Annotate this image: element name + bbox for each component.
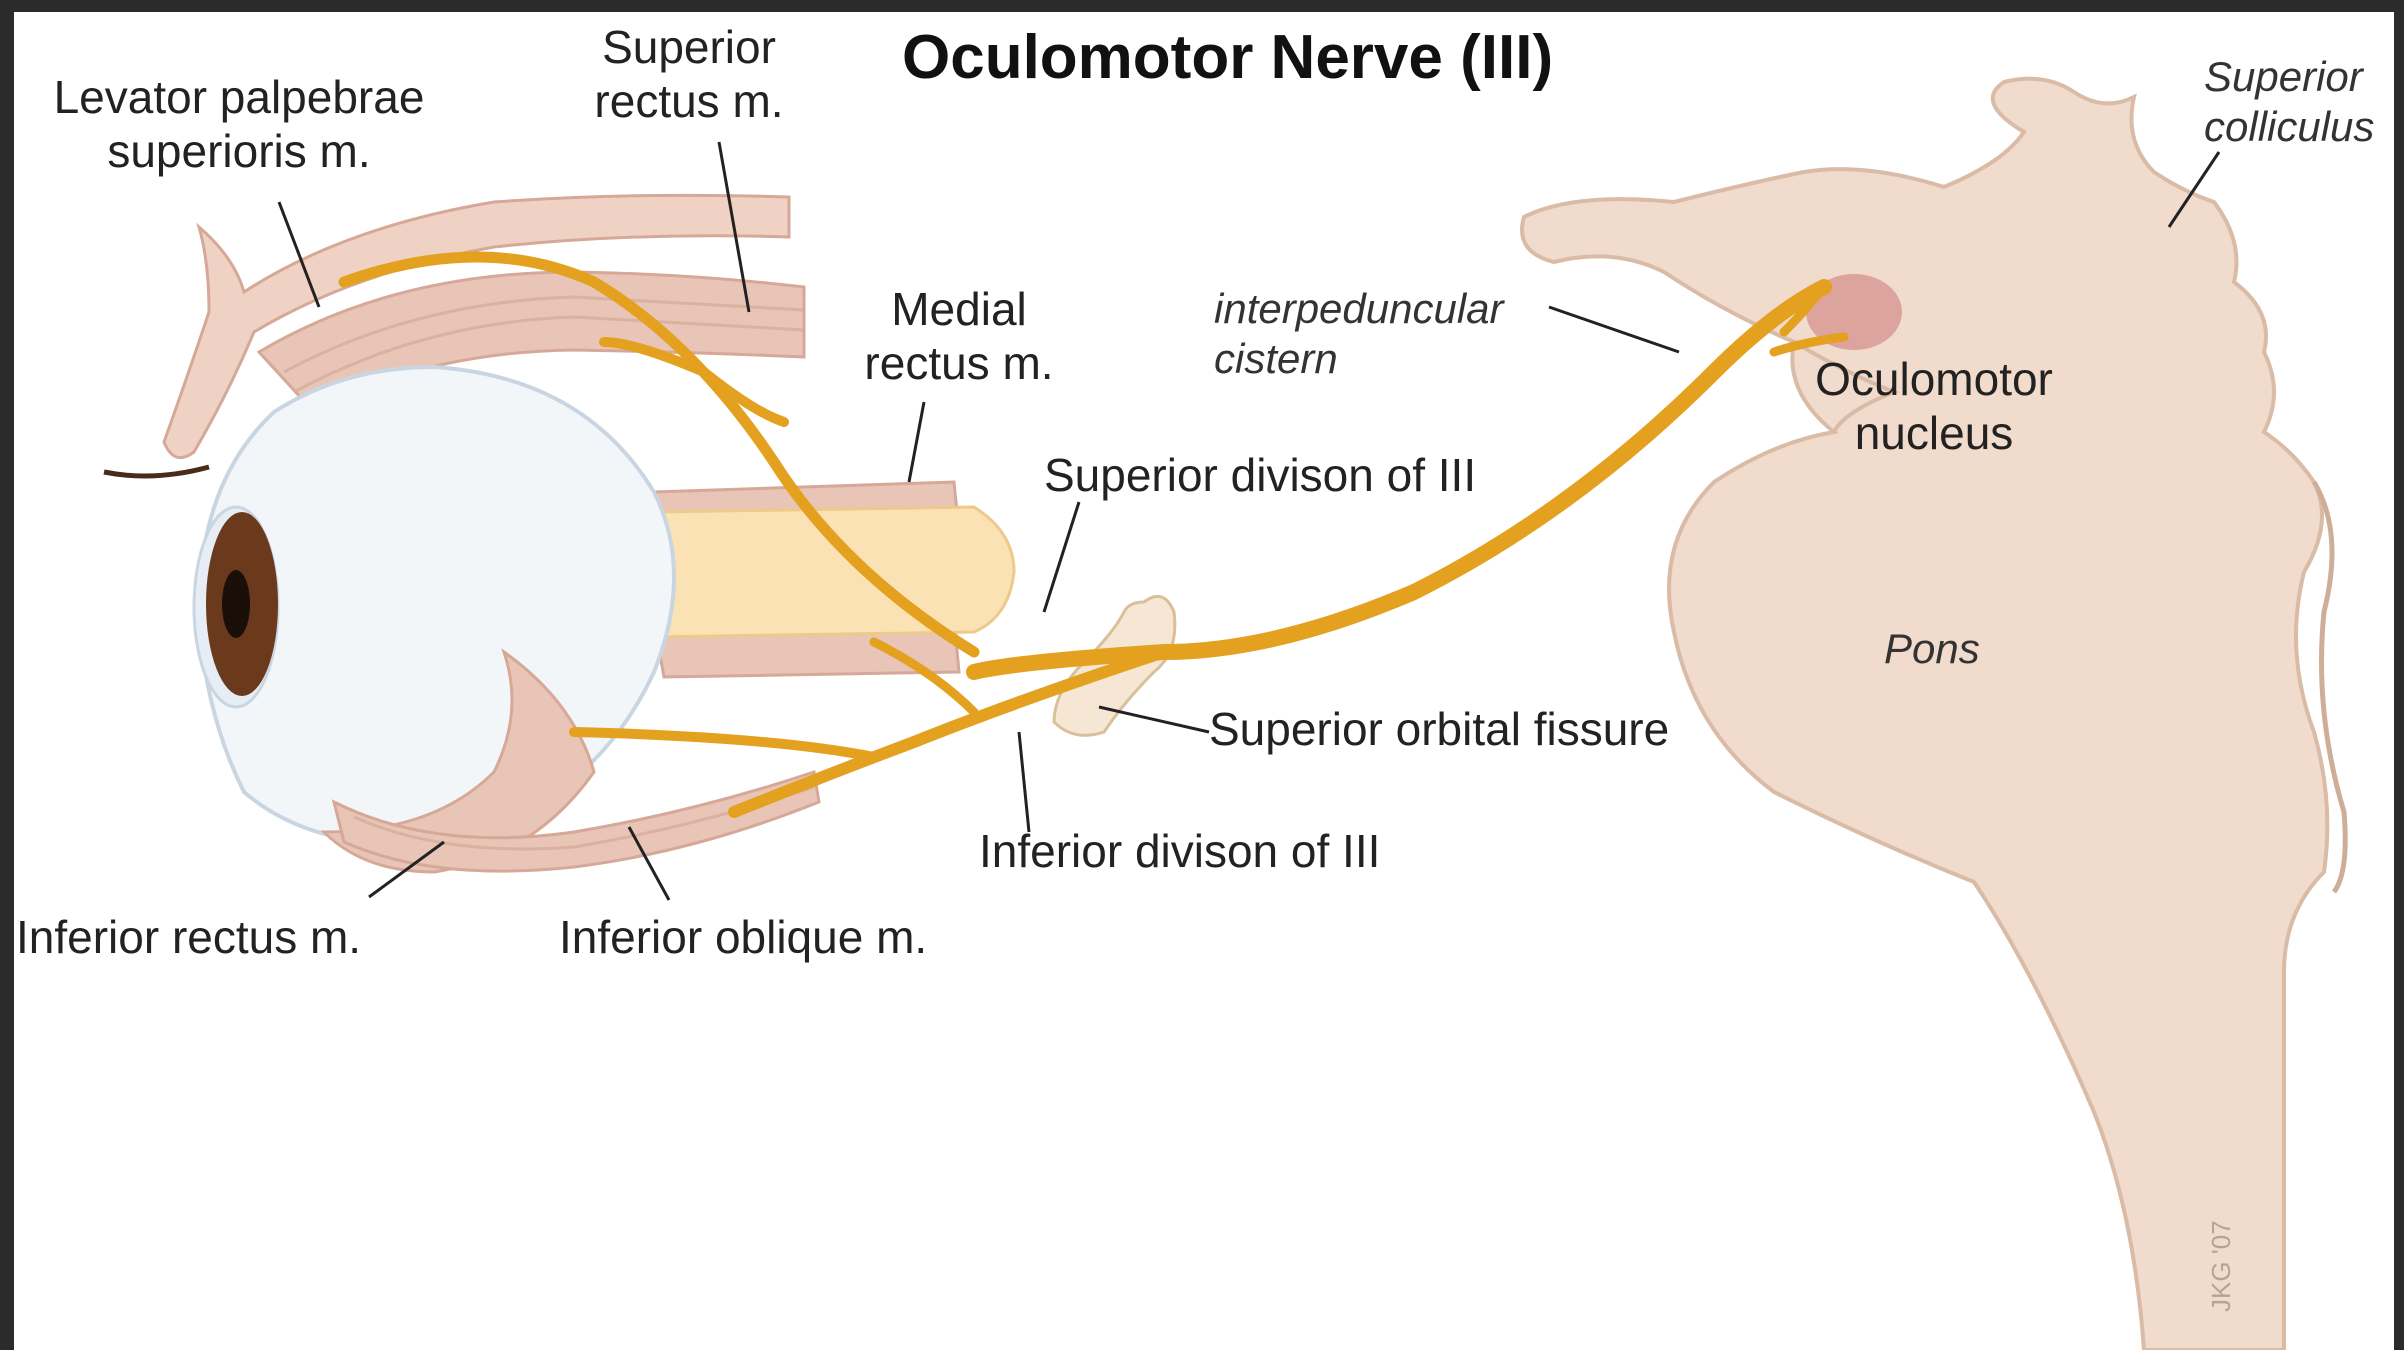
label-superior-colliculus: Superior colliculus: [2204, 52, 2374, 151]
label-inferior-rectus: Inferior rectus m.: [16, 910, 361, 964]
label-superior-orbital-fissure: Superior orbital fissure: [1209, 702, 1669, 756]
label-levator-palpebrae: Levator palpebrae superioris m.: [19, 70, 459, 179]
label-oculomotor-nucleus: Oculomotor nucleus: [1784, 352, 2084, 461]
leader-superior-division: [1044, 502, 1079, 612]
diagram-frame: Oculomotor Nerve (III) Levator palpebrae…: [14, 12, 2394, 1350]
label-superior-division: Superior divison of III: [1044, 448, 1476, 502]
label-inferior-oblique: Inferior oblique m.: [559, 910, 927, 964]
pupil: [222, 570, 250, 638]
artist-signature: JKG '07: [2206, 1220, 2237, 1312]
anatomy-illustration: [14, 12, 2394, 1350]
label-superior-rectus: Superior rectus m.: [559, 20, 819, 129]
label-medial-rectus: Medial rectus m.: [834, 282, 1084, 391]
label-interpeduncular-cistern: interpeduncular cistern: [1214, 284, 1504, 383]
label-pons: Pons: [1884, 624, 1980, 674]
leader-superior-orbital-fissure: [1099, 707, 1209, 732]
optic-nerve: [654, 507, 1014, 637]
leader-medial-rectus: [909, 402, 924, 482]
diagram-title: Oculomotor Nerve (III): [902, 22, 1553, 93]
leader-interpeduncular: [1549, 307, 1679, 352]
leader-inferior-division: [1019, 732, 1029, 832]
eyelid-line: [104, 467, 209, 476]
label-inferior-division: Inferior divison of III: [979, 824, 1380, 878]
nerve-branch-inferior-rectus: [574, 732, 874, 757]
